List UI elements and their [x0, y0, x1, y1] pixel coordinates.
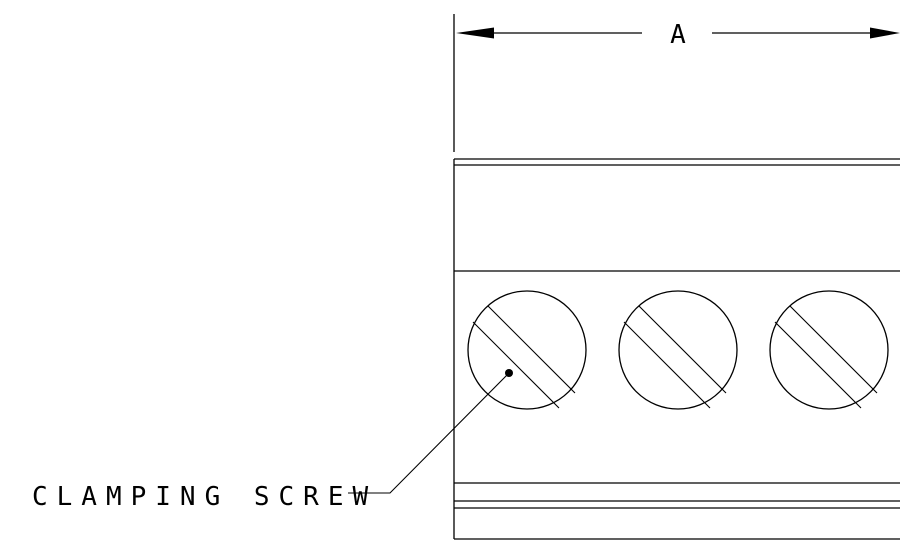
screw-3	[769, 290, 889, 410]
screw-slot-line	[487, 305, 576, 394]
screw-slot-line	[623, 321, 711, 409]
screw-head	[467, 290, 587, 410]
terminal-block-body	[453, 158, 900, 540]
screw-slot-line	[472, 321, 560, 409]
screw-slot-line	[774, 321, 862, 409]
screw-slot-line	[789, 305, 878, 394]
dimension-a: A	[456, 20, 900, 50]
leader-line	[348, 372, 510, 494]
screw-head	[618, 290, 738, 410]
screw-slot-line	[638, 305, 727, 394]
dimension-arrow-left	[456, 27, 494, 39]
screw-1	[467, 290, 587, 410]
screw-2	[618, 290, 738, 410]
clamping-screw-callout: CLAMPING SCREW	[32, 369, 513, 512]
screw-head	[769, 290, 889, 410]
dimension-label: A	[670, 20, 686, 50]
callout-label: CLAMPING SCREW	[32, 482, 377, 512]
dimension-arrow-right	[870, 27, 900, 39]
